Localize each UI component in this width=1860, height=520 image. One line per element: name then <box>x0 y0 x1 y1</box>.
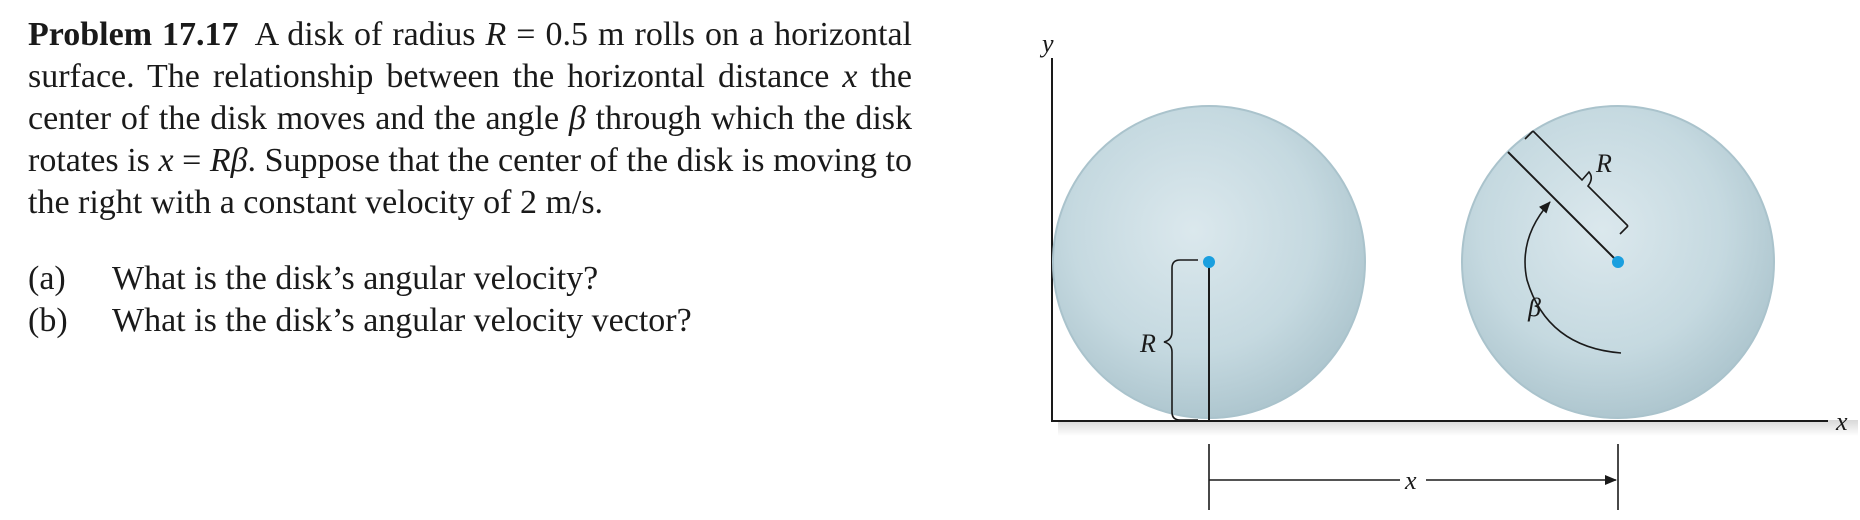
statement-text: . Suppose that the center of the disk is… <box>28 142 912 221</box>
problem-label: Problem 17.17 <box>28 16 239 53</box>
radius-label-right: R <box>1595 149 1612 178</box>
statement-text: through which the disk rotates is <box>28 100 912 179</box>
problem-statement-body: A disk of radius R = 0.5 m rolls on a ho… <box>28 16 912 221</box>
radius-line-right <box>1507 151 1619 263</box>
ground-shadow <box>1058 420 1858 436</box>
question-text: What is the disk’s angular velocity vect… <box>112 302 692 339</box>
math-symbol: Rβ <box>209 142 248 179</box>
statement-text: = 0.5 m rolls on a horizontal surface. T… <box>28 16 912 95</box>
question-label: (b) <box>28 302 68 339</box>
math-symbol: β <box>568 100 586 137</box>
question-text: What is the disk’s angular velocity? <box>112 260 599 297</box>
center-dot-left <box>1203 256 1215 268</box>
statement-text: the center of the disk moves and the ang… <box>28 58 912 137</box>
y-axis-label: y <box>1039 29 1054 58</box>
radius-brace-right-end-bottom <box>1619 225 1629 235</box>
radius-label-left: R <box>1139 329 1156 358</box>
question-label: (a) <box>28 260 66 297</box>
question-list: (a) What is the disk’s angular velocity?… <box>28 258 912 342</box>
distance-label: x <box>1404 466 1417 495</box>
radius-brace-right <box>1532 130 1629 227</box>
angle-label: β <box>1527 293 1541 322</box>
center-dot-right <box>1612 256 1624 268</box>
rotation-arc-arrow <box>1524 201 1622 354</box>
math-symbol: x <box>842 58 858 95</box>
figure-svg: y x R R β x <box>1039 29 1858 510</box>
math-symbol: R <box>485 16 507 53</box>
math-symbol: x <box>158 142 174 179</box>
statement-text: = <box>173 142 210 179</box>
radius-brace-right-end-top <box>1524 130 1534 140</box>
x-axis-label: x <box>1835 407 1848 436</box>
radius-brace-left <box>1163 259 1198 421</box>
rolling-disk-figure: y x R R β x <box>1020 0 1860 520</box>
question-a: (a) What is the disk’s angular velocity? <box>28 258 912 300</box>
statement-text: A disk of radius <box>254 16 486 53</box>
question-b: (b) What is the disk’s angular velocity … <box>28 300 912 342</box>
